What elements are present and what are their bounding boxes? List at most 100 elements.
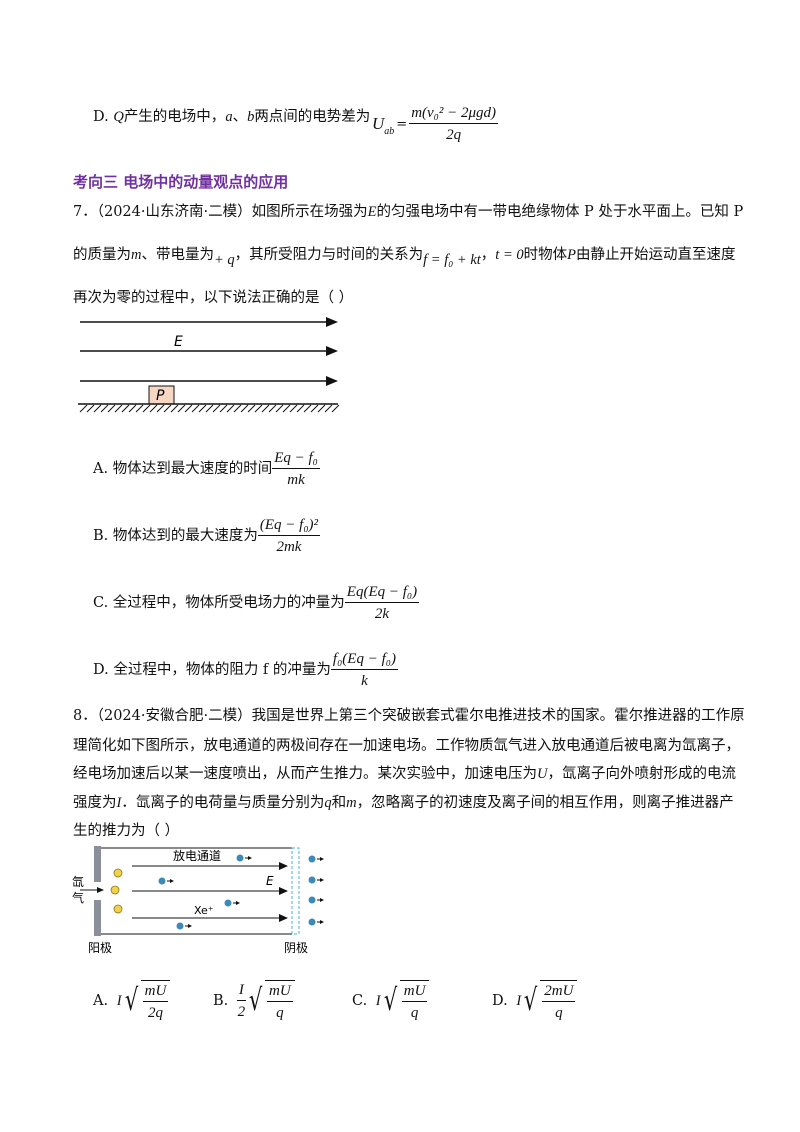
xenon-atom <box>113 868 123 878</box>
gas-inlet-arrowhead <box>97 887 104 893</box>
hatch-mark <box>184 404 193 413</box>
q7-d-label: D. <box>93 662 109 678</box>
ion-ejected <box>308 918 324 926</box>
fig-E-label: E <box>174 334 183 350</box>
q7-c-text: 全过程中，物体所受电场力的冲量为 <box>112 595 345 611</box>
q7-c-label: C. <box>93 595 109 611</box>
hatch-mark <box>212 404 221 413</box>
hatch-mark <box>107 404 116 413</box>
hatch-mark <box>86 404 95 413</box>
q8-line4-q: q <box>324 795 332 811</box>
hatch-mark <box>317 404 326 413</box>
field-line-3 <box>80 376 338 386</box>
q7-line2-g: 由静止开始运动直至速度 <box>575 247 736 263</box>
q7-line2-f: f = f₀ + kt <box>423 252 481 268</box>
q7-line1-E: E <box>367 204 377 220</box>
hatch-mark <box>261 404 270 413</box>
q6-option-d[interactable]: D. Q产生的电场中，a、b两点间的电势差为 <box>93 107 370 127</box>
hatch-mark <box>254 404 263 413</box>
ion-inside <box>158 877 174 885</box>
q7-line2-c: ，其所受阻力与时间的关系为 <box>234 247 424 263</box>
hatch-mark <box>93 404 102 413</box>
q8-c-pre: I <box>375 993 381 1009</box>
hatch-mark <box>177 404 186 413</box>
q7-a-text: 物体达到最大速度的时间 <box>112 461 273 477</box>
q7-line2-b: 、带电量为 <box>141 247 214 263</box>
q8-line4-a: 强度为 <box>73 795 117 811</box>
q6-d-text-pre: 产生的电场中， <box>123 109 226 125</box>
q8-line3-b: ，氙离子向外喷射形成的电流 <box>547 766 736 782</box>
q8-line4-I: I <box>116 795 122 811</box>
q7-line2-e: 时物体 <box>523 247 568 263</box>
q7-a-label: A. <box>93 461 109 477</box>
q7-d-fraction: f₀(Eq − f₀)k <box>330 650 398 690</box>
sqrt-sign: √ <box>383 983 397 1018</box>
q8-b-num: mU <box>267 982 293 1002</box>
q8-a-label: A. <box>93 993 109 1009</box>
q8-stem-line2: 理简化如下图所示，放电通道的两极间存在一加速电场。工作物质氙气进入放电通道后被电… <box>73 738 740 754</box>
cathode-grid <box>291 847 300 935</box>
anode-label: 阳极 <box>88 941 112 955</box>
hatch-mark <box>282 404 291 413</box>
sqrt-sign: √ <box>124 983 138 1018</box>
q7-a-num: Eq − f₀ <box>272 449 320 469</box>
anode-plate-top <box>94 846 101 882</box>
q8-b-pre-num: I <box>236 981 246 1001</box>
q7-line2-d: ， <box>480 247 496 263</box>
q8-d-den: q <box>555 1005 563 1021</box>
q6-d-eq: = <box>396 116 408 132</box>
channel-E-label: E <box>266 874 274 888</box>
q7-b-den: 2mk <box>276 539 302 555</box>
q8-c-num: mU <box>401 982 428 1002</box>
hatch-mark <box>100 404 109 413</box>
hatch-mark <box>135 404 144 413</box>
q6-d-label: D. <box>93 109 109 125</box>
q7-line1-text: 7．（2024·山东济南·二模）如图所示在场强为 <box>73 204 368 220</box>
ion-inside <box>224 899 240 907</box>
hatch-mark <box>128 404 137 413</box>
ion-inside <box>176 922 192 930</box>
q8-d-label: D. <box>492 993 508 1009</box>
channel-field-line-1 <box>132 862 288 870</box>
hatch-mark <box>331 404 340 413</box>
channel-field-line-2 <box>132 887 288 895</box>
ion-ejected <box>308 896 324 904</box>
field-line-1 <box>80 317 338 327</box>
q7-line2-P: P <box>567 247 576 263</box>
q8-line3-a: 经电场加速后以某一速度喷出，从而产生推力。某次实验中，加速电压为 <box>73 766 537 782</box>
hatch-mark <box>191 404 200 413</box>
hatch-mark <box>310 404 319 413</box>
fig-P-label: P <box>156 388 165 404</box>
q8-thruster-figure: 氙 气 放电通道 E Xe⁺ 阳极 阴极 <box>72 846 324 955</box>
hatch-mark <box>289 404 298 413</box>
hatch-mark <box>156 404 165 413</box>
q7-line2-t: t = 0 <box>495 247 524 263</box>
q8-a-pre: I <box>116 993 122 1009</box>
q8-a-num: mU <box>142 982 169 1002</box>
q8-line4-c: 和 <box>331 795 347 811</box>
hatch-mark <box>114 404 123 413</box>
hatch-mark <box>170 404 179 413</box>
q6-d-U-sub: ab <box>384 125 395 137</box>
hatch-mark <box>247 404 256 413</box>
q8-c-den: q <box>410 1005 419 1021</box>
q7-b-text: 物体达到的最大速度为 <box>112 528 258 544</box>
hatch-mark <box>296 404 305 413</box>
cathode-label: 阴极 <box>284 941 308 955</box>
q8-line4-m: m <box>346 795 357 811</box>
